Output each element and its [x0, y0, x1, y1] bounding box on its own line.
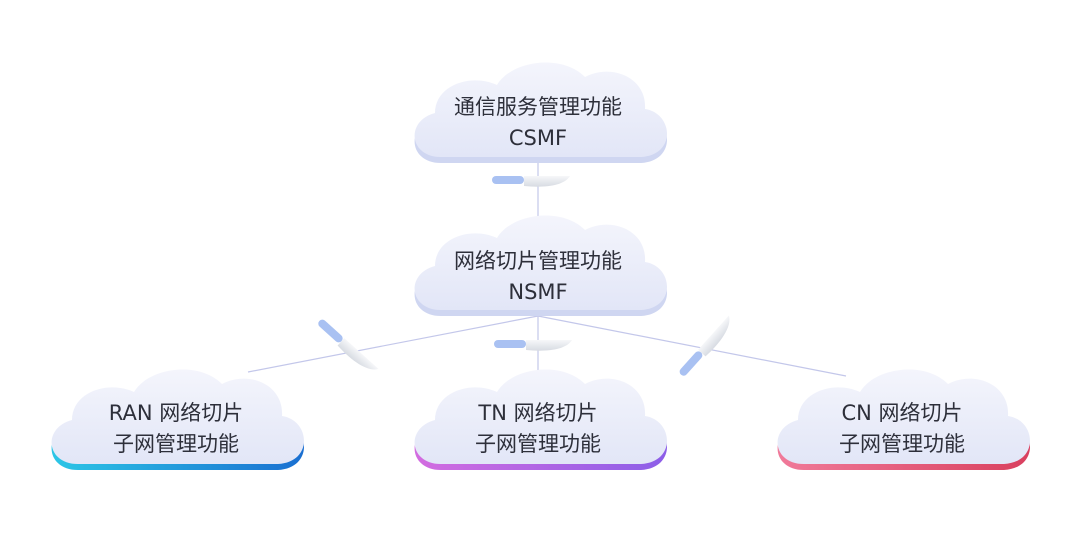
- nsmf-name-zh: 网络切片管理功能: [454, 249, 622, 273]
- connector-nsmf-ran: [247, 315, 539, 373]
- csmf-abbr: CSMF: [508, 126, 568, 150]
- nsmf-label: 网络切片管理功能 NSMF: [420, 246, 656, 308]
- csmf-label: 通信服务管理功能 CSMF: [420, 92, 656, 154]
- connector-lines: [247, 160, 847, 377]
- knife-icon: [492, 176, 570, 187]
- tn-title: TN 网络切片: [478, 401, 598, 425]
- ran-title: RAN 网络切片: [108, 401, 244, 425]
- knife-icon: [679, 315, 730, 376]
- knife-icon: [318, 319, 379, 370]
- cn-subtitle: 子网管理功能: [839, 432, 965, 456]
- connector-nsmf-cn: [537, 315, 847, 377]
- tn-label: TN 网络切片 子网管理功能: [420, 398, 656, 460]
- tn-subtitle: 子网管理功能: [475, 432, 601, 456]
- cn-label: CN 网络切片 子网管理功能: [784, 398, 1020, 460]
- nsmf-abbr: NSMF: [508, 280, 568, 304]
- cn-title: CN 网络切片: [841, 401, 963, 425]
- ran-subtitle: 子网管理功能: [113, 432, 239, 456]
- csmf-name-zh: 通信服务管理功能: [454, 95, 622, 119]
- ran-label: RAN 网络切片 子网管理功能: [58, 398, 294, 460]
- knife-icon: [494, 340, 572, 351]
